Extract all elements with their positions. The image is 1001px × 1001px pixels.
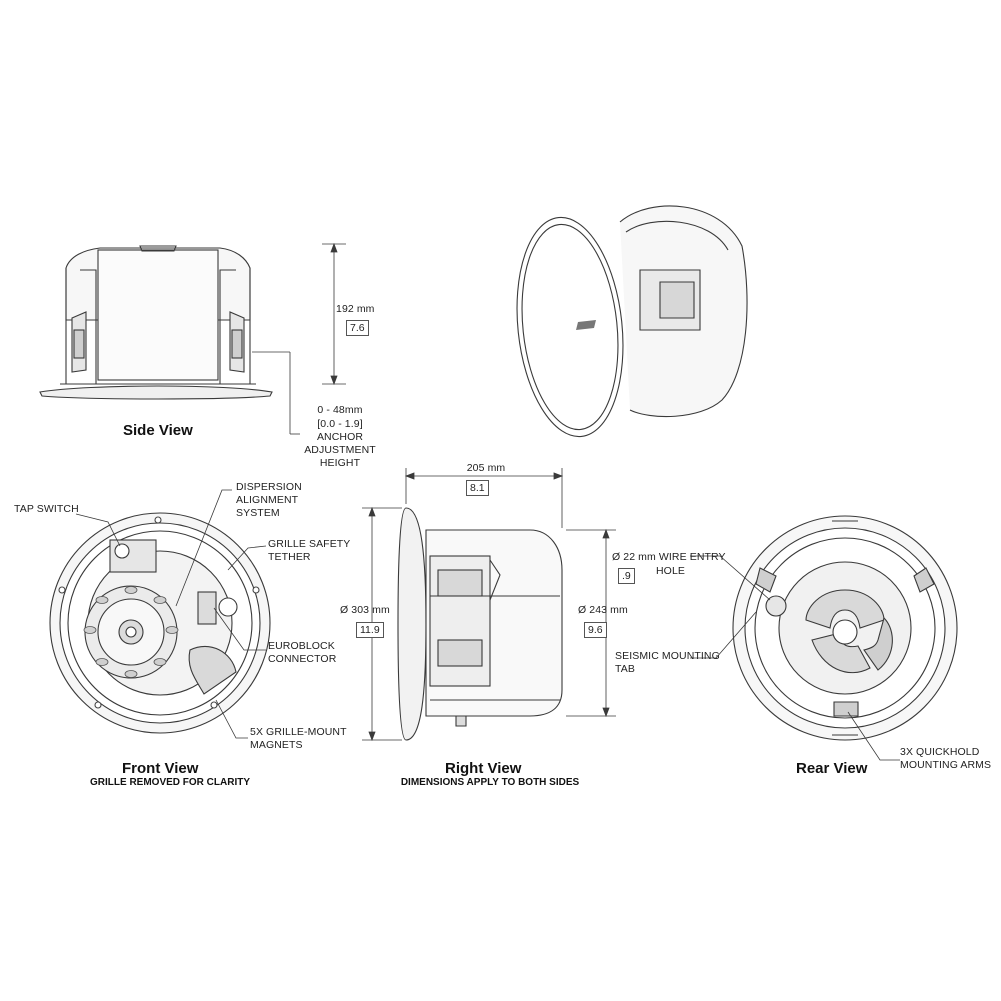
euroblock-label-line-1: EUROBLOCK [268,640,335,652]
outer-diameter-inch: 11.9 [356,622,384,638]
front-view-leader-lines [75,489,267,739]
front-view-subtitle: GRILLE REMOVED FOR CLARITY [90,777,250,788]
tether-label-line-1: GRILLE SAFETY [268,538,351,550]
wire-hole-inch: .9 [618,568,635,584]
anchor-label-line-2: ADJUSTMENT [304,444,376,456]
right-view-drawing [397,507,563,741]
dispersion-label-line-3: SYSTEM [236,507,280,519]
height-dimension-line [252,242,346,435]
height-dimension-mm: 192 mm [336,303,375,315]
rear-view-title: Rear View [796,760,868,777]
depth-dimension-inch: 8.1 [466,480,489,496]
isometric-view-drawing [516,205,748,438]
dispersion-label-line-1: DISPERSION [236,481,302,493]
dispersion-label-line-2: ALIGNMENT [236,494,299,506]
cutout-diameter-inch: 9.6 [584,622,607,638]
quickhold-label-line-2: MOUNTING ARMS [900,759,992,771]
tap-switch-label: TAP SWITCH [14,503,79,515]
euroblock-label-line-2: CONNECTOR [268,653,337,665]
seismic-tab-label-line-2: TAB [615,663,635,675]
front-view-drawing [49,512,271,734]
magnets-label-line-1: 5X GRILLE-MOUNT [250,726,347,738]
rear-view-drawing [732,515,958,741]
seismic-tab-label-line-1: SEISMIC MOUNTING [615,650,720,662]
height-dimension-inch: 7.6 [346,320,369,336]
anchor-label-line-1: ANCHOR [316,431,364,443]
wire-hole-label-line-2: HOLE [656,565,685,577]
side-view-drawing [39,245,273,400]
right-view-subtitle: DIMENSIONS APPLY TO BOTH SIDES [400,777,580,788]
rear-view-leader-lines [690,555,900,761]
anchor-dimension-mm: 0 - 48mm [317,404,363,416]
depth-dimension-mm: 205 mm [466,462,506,474]
anchor-dimension-inch: [0.0 - 1.9] [317,418,363,430]
front-view-title: Front View [122,760,199,777]
quickhold-label-line-1: 3X QUICKHOLD [900,746,980,758]
cutout-diameter-mm: Ø 243 mm [578,604,628,616]
anchor-label-line-3: HEIGHT [319,457,361,469]
right-view-title: Right View [445,760,522,777]
wire-hole-label-line-1: Ø 22 mm WIRE ENTRY [612,551,726,563]
outer-diameter-mm: Ø 303 mm [340,604,390,616]
side-view-title: Side View [123,422,193,439]
tether-label-line-2: TETHER [268,551,311,563]
magnets-label-line-2: MAGNETS [250,739,303,751]
